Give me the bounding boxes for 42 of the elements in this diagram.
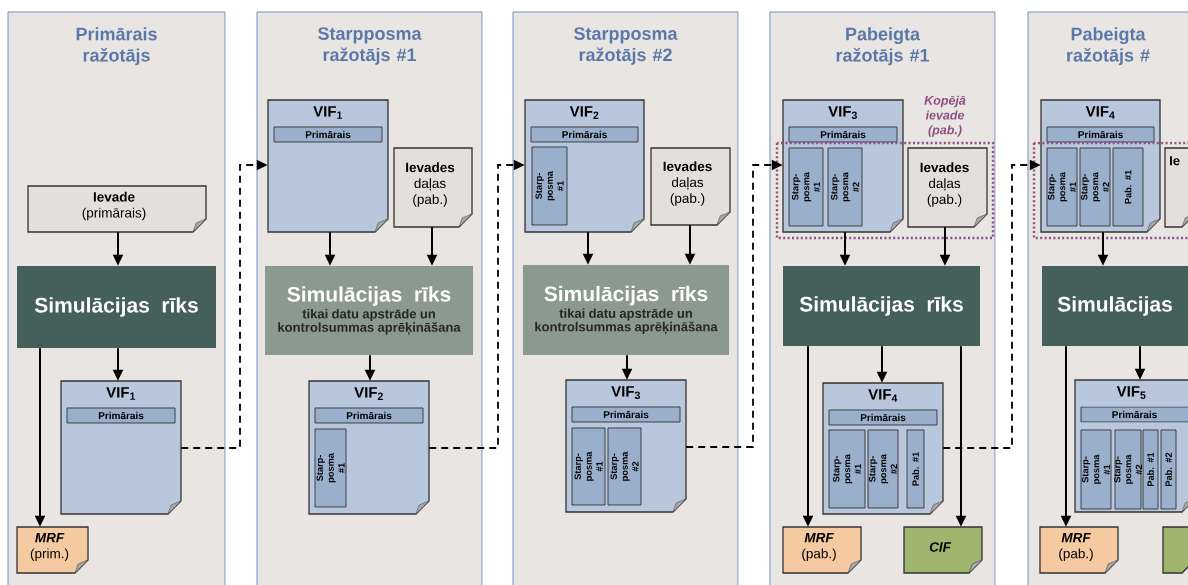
section-bar: Starp- posma #1 — [571, 427, 606, 506]
section-bar: Primārais — [571, 406, 681, 423]
document: MRF (pab.) — [782, 526, 862, 574]
dotted-group-outline — [1032, 141, 1188, 240]
section-bar: Pab. #1 — [1112, 147, 1144, 227]
section-bar: Starp- posma #1 — [1080, 429, 1112, 510]
document: Ievade (primārais) — [27, 185, 207, 233]
section-bar: Primārais — [530, 126, 639, 143]
section-bar: Primārais — [1080, 406, 1188, 423]
document: MRF (prim.) — [16, 526, 89, 574]
document: Ie — [1164, 147, 1188, 228]
tool-box: Simulācijas rīks — [17, 266, 216, 348]
tool-box: Simulācijas — [1042, 266, 1188, 346]
section-bar: Primārais — [314, 407, 424, 424]
tool-box: Simulācijas rīks tikai datu apstrāde un kontrolsummas aprēķināšana — [523, 265, 729, 355]
document: Ievades daļas (pab.) — [393, 147, 473, 228]
section-bar: Primārais — [828, 409, 938, 426]
section-bar: Primārais — [788, 126, 898, 143]
section-bar: Starp- posma #2 — [827, 147, 863, 227]
section-bar: Starp- posma #1 — [828, 429, 866, 509]
section-bar: Starp- posma #1 — [531, 146, 568, 226]
section-bar: Starp- posma #2 — [1079, 147, 1111, 227]
tool-box: Simulācijas rīks — [783, 266, 980, 346]
document: CIF — [903, 526, 983, 574]
section-bar: Pab. #2 — [1160, 429, 1177, 510]
section-bar: Starp- posma #1 — [788, 147, 824, 227]
section-bar: Pab. #1 — [1142, 429, 1159, 510]
tool-box: Simulācijas rīks tikai datu apstrāde un kontrolsummas aprēķināšana — [265, 266, 473, 355]
document: Ievades daļas (pab.) — [650, 147, 731, 226]
section-bar: Starp- posma #2 — [1113, 429, 1143, 510]
section-bar: Starp- posma #2 — [607, 427, 642, 506]
document — [1162, 526, 1188, 574]
document: MRF (pab.) — [1039, 526, 1119, 574]
section-bar: Primārais — [66, 407, 176, 424]
section-bar: Primārais — [273, 126, 383, 143]
section-bar: Starp- posma #1 — [1046, 147, 1078, 227]
node-label: Kopējā ievade (pab.) — [924, 95, 966, 137]
section-bar: Starp- posma #2 — [867, 429, 899, 509]
section-bar: Primārais — [1046, 126, 1155, 143]
section-bar: Starp- posma #1 — [314, 428, 347, 508]
section-bar: Pab. #1 — [906, 429, 925, 509]
document: Ievades daļas (pab.) — [907, 147, 988, 228]
